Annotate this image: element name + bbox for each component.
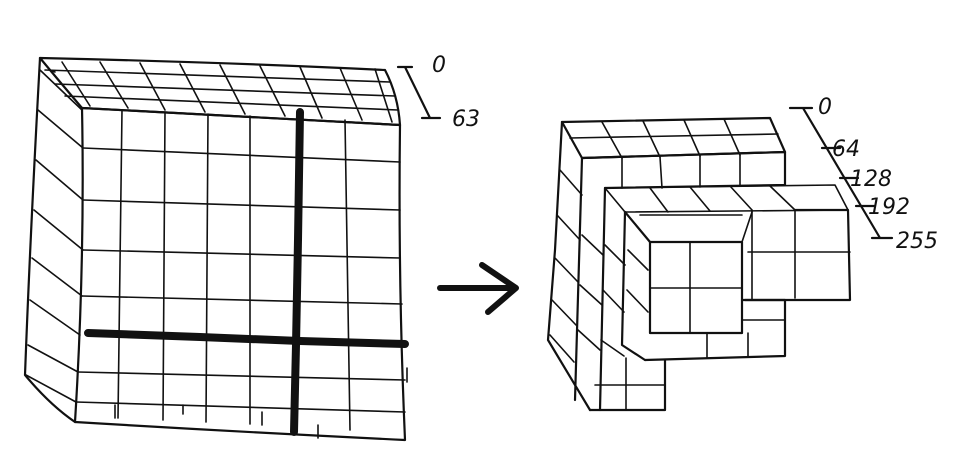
right-cube <box>546 116 852 412</box>
left-cube-front-face <box>73 106 407 442</box>
right-cube-second-step <box>580 150 849 213</box>
left-cube-side-face <box>23 56 84 424</box>
left-cube-highlight-lines <box>84 108 409 436</box>
right-scale-label-192: 192 <box>868 195 910 220</box>
left-cube-bottom-ticks <box>114 367 408 439</box>
right-arrow-icon <box>437 262 519 315</box>
right-scale-bar: 0 64 128 192 255 <box>788 95 938 254</box>
left-scale-label-63: 63 <box>452 107 480 132</box>
right-cube-side-face <box>546 120 649 412</box>
right-scale-label-128: 128 <box>850 167 892 192</box>
right-scale-label-0: 0 <box>818 95 832 120</box>
left-scale-label-0: 0 <box>432 53 446 78</box>
right-cube-front-block <box>648 211 753 335</box>
right-scale-label-64: 64 <box>832 137 860 162</box>
left-cube-top-face <box>38 56 402 127</box>
left-cube <box>23 56 409 442</box>
left-scale-bar: 0 63 <box>396 53 480 132</box>
right-cube-third-step <box>623 208 852 302</box>
right-cube-lower-steps <box>588 298 787 412</box>
right-scale-label-255: 255 <box>896 229 938 254</box>
